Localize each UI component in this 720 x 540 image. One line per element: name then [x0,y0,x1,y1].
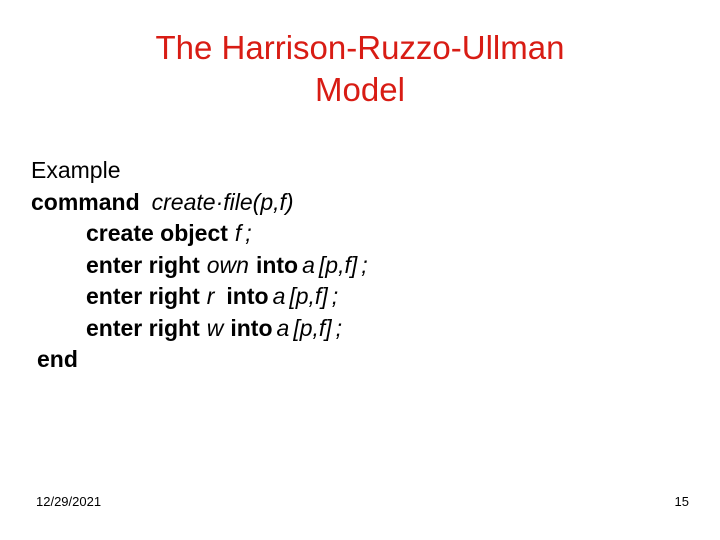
heading-text: Example [31,157,121,183]
matrix-a: a [302,251,315,278]
matrix-index: [p,f] [318,251,358,278]
title-line-1: The Harrison-Ruzzo-Ullman [155,29,565,66]
semicolon: ; [335,314,343,341]
keyword-create-object: create object [86,220,228,246]
keyword-enter-right: enter right [86,251,200,278]
footer-page-number: 15 [674,494,689,509]
keyword-end: end [37,346,78,372]
keyword-into: into [255,251,299,278]
right-r: r [206,283,215,309]
semicolon: ; [361,251,368,278]
command-name-create: create [151,188,216,215]
matrix-index: [p,f] [289,283,328,309]
keyword-enter-right: enter right [86,314,200,341]
semicolon: ; [331,283,339,309]
command-name-file: file [223,188,253,215]
right-w: w [206,314,224,341]
keyword-command: command [31,188,140,215]
command-name-separator-dot: · [215,188,224,215]
matrix-index: [p,f] [293,314,332,341]
matrix-a: a [272,283,286,309]
keyword-into: into [230,314,273,341]
slide-body: Example command create·file(p,f) create o… [31,155,681,376]
operand-f: f [234,220,242,246]
page-title: The Harrison-Ruzzo-Ullman Model [40,27,680,111]
keyword-into: into [226,283,269,309]
code-line-command: command create·file(p,f) [31,187,681,219]
matrix-a: a [276,314,290,341]
code-line-end: end [31,344,681,376]
body-heading: Example [31,155,681,187]
title-line-2: Model [315,71,405,108]
right-own: own [206,251,249,278]
keyword-enter-right: enter right [86,283,200,309]
footer-date: 12/29/2021 [36,494,102,509]
command-params: (p,f) [252,188,294,215]
semicolon: ; [245,220,252,246]
